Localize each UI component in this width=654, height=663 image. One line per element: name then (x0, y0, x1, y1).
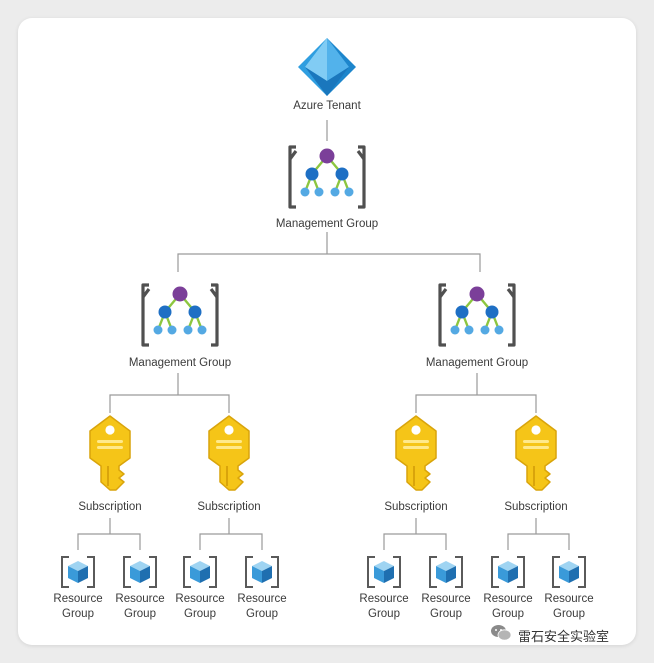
management-group-node-1: Management Group (129, 283, 231, 369)
resource-group-label-line2: Group (124, 608, 156, 620)
key-icon (89, 415, 131, 491)
resource-group-cube-icon (429, 556, 463, 588)
connector-mg1-split (109, 394, 230, 413)
subscription-label-4: Subscription (504, 501, 567, 513)
management-group-label-1: Management Group (129, 357, 231, 369)
resource-group-label-line1: Resource (115, 593, 164, 605)
key-icon (208, 415, 250, 491)
resource-group-label-line1: Resource (175, 593, 224, 605)
resource-group-label-line2: Group (246, 608, 278, 620)
management-group-icon (141, 283, 219, 347)
resource-group-label-line1: Resource (237, 593, 286, 605)
resource-group-cube-icon (491, 556, 525, 588)
wechat-icon (490, 624, 512, 646)
resource-group-node: Resource Group (483, 556, 533, 620)
resource-group-label-line1: Resource (359, 593, 408, 605)
resource-group-node: Resource Group (359, 556, 409, 620)
subscription-label-1: Subscription (78, 501, 141, 513)
azure-tenant-node: Azure Tenant (293, 38, 362, 112)
connector-sub2-split (199, 533, 263, 550)
key-icon (395, 415, 437, 491)
resource-group-label-line2: Group (492, 608, 524, 620)
resource-group-cube-icon (245, 556, 279, 588)
resource-group-label-line1: Resource (53, 593, 102, 605)
subscription-node-3: Subscription (384, 415, 448, 513)
connector-mg2-split (415, 394, 537, 413)
connector-root-split (177, 253, 481, 272)
resource-group-node: Resource Group (544, 556, 594, 620)
subscription-node-4: Subscription (504, 415, 568, 513)
resource-group-cube-icon (61, 556, 95, 588)
resource-group-label-line1: Resource (483, 593, 532, 605)
resource-group-label-line2: Group (368, 608, 400, 620)
resource-group-label-line1: Resource (421, 593, 470, 605)
resource-group-label-line2: Group (184, 608, 216, 620)
resource-group-node: Resource Group (115, 556, 165, 620)
management-group-icon (288, 145, 366, 209)
hierarchy-connectors (77, 120, 570, 550)
subscription-label-2: Subscription (197, 501, 260, 513)
azure-tenant-label: Azure Tenant (293, 100, 361, 112)
resource-group-label-line1: Resource (544, 593, 593, 605)
root-management-group-node: Management Group (276, 145, 378, 230)
resource-group-node: Resource Group (421, 556, 471, 620)
connector-sub4-split (507, 533, 570, 550)
resource-group-label-line2: Group (62, 608, 94, 620)
resource-group-cube-icon (183, 556, 217, 588)
key-icon (515, 415, 557, 491)
azure-tenant-icon (298, 38, 356, 96)
subscription-label-3: Subscription (384, 501, 447, 513)
management-group-label-2: Management Group (426, 357, 528, 369)
resource-group-node: Resource Group (175, 556, 225, 620)
resource-group-label-line2: Group (553, 608, 585, 620)
connector-sub3-split (383, 533, 447, 550)
resource-group-cube-icon (123, 556, 157, 588)
resource-group-node: Resource Group (237, 556, 287, 620)
resource-group-cube-icon (367, 556, 401, 588)
management-group-node-2: Management Group (426, 283, 528, 369)
root-management-group-label: Management Group (276, 218, 378, 230)
resource-group-label-line2: Group (430, 608, 462, 620)
connector-sub1-split (77, 533, 141, 550)
management-group-icon (438, 283, 516, 347)
watermark-text: 雷石安全实验室 (518, 629, 610, 645)
subscription-node-1: Subscription (78, 415, 142, 513)
resource-group-cube-icon (552, 556, 586, 588)
resource-group-node: Resource Group (53, 556, 103, 620)
watermark: 雷石安全实验室 (490, 625, 609, 645)
subscription-node-2: Subscription (197, 415, 261, 513)
